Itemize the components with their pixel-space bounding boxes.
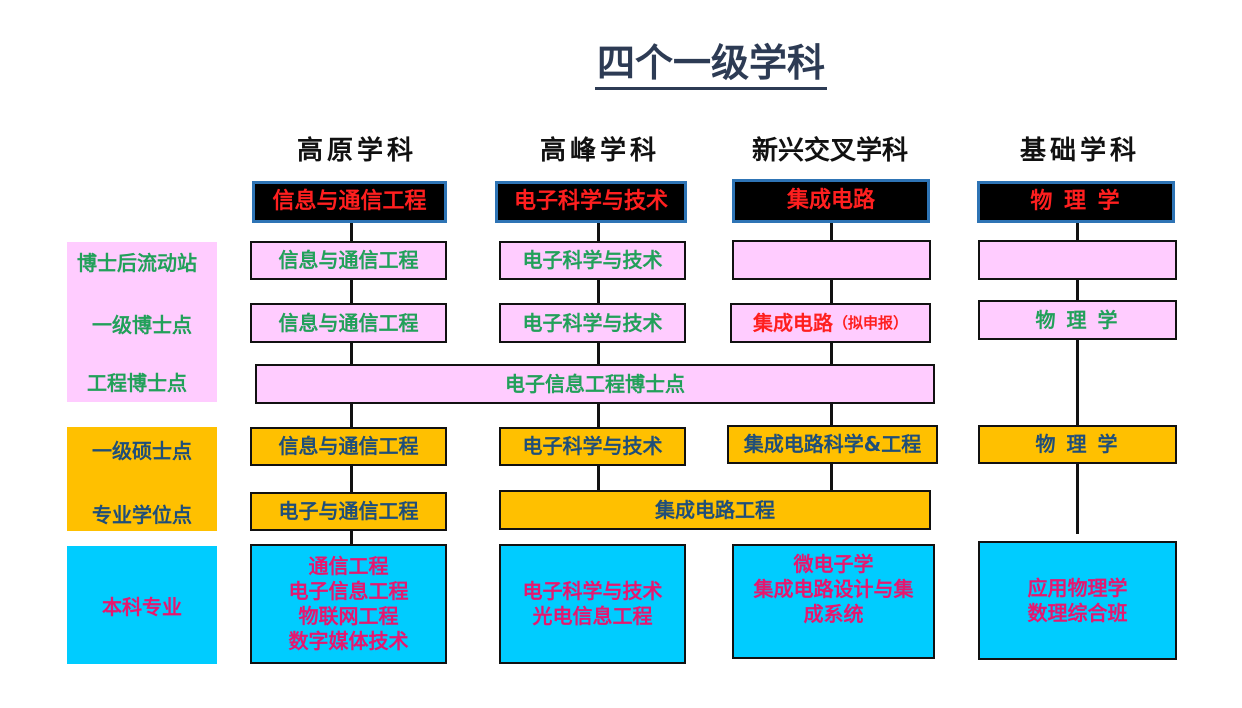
discipline-box-electronic-sci: 电子科学与技术 — [495, 181, 687, 223]
discipline-box-info-comm: 信息与通信工程 — [252, 181, 447, 223]
master-box-col1: 信息与通信工程 — [250, 427, 447, 466]
column-header-plateau: 高原学科 — [296, 136, 417, 166]
undergrad-col1-item: 电子信息工程 — [288, 579, 409, 603]
undergrad-box-col1: 通信工程 电子信息工程 物联网工程 数字媒体技术 — [250, 544, 447, 664]
row-label-professional: 专业学位点 — [92, 502, 192, 527]
undergrad-box-col4: 应用物理学 数理综合班 — [978, 541, 1177, 660]
connector-line-col3 — [830, 222, 833, 492]
row-label-eng-phd: 工程博士点 — [87, 370, 187, 395]
undergrad-col2-item: 电子科学与技术 — [522, 579, 663, 603]
undergrad-col1-item: 通信工程 — [308, 554, 389, 578]
column-header-peak: 高峰学科 — [539, 136, 660, 166]
phd-box-col4: 物 理 学 — [978, 300, 1177, 340]
undergrad-col4-item: 应用物理学 — [1027, 575, 1128, 600]
postdoc-box-col1: 信息与通信工程 — [250, 241, 447, 280]
connector-line-col2 — [597, 222, 600, 492]
row-label-postdoc: 博士后流动站 — [77, 250, 197, 275]
master-box-col3: 集成电路科学&工程 — [727, 425, 938, 464]
phd-box-col1: 信息与通信工程 — [250, 303, 447, 343]
undergrad-col1-item: 物联网工程 — [298, 604, 399, 628]
column-header-basic: 基础学科 — [1019, 136, 1140, 166]
row-label-master: 一级硕士点 — [92, 438, 192, 463]
professional-box-ic: 集成电路工程 — [499, 490, 931, 530]
postdoc-box-col4 — [978, 240, 1177, 280]
undergrad-box-col2: 电子科学与技术 光电信息工程 — [499, 544, 686, 664]
phd-box-col3: 集成电路（拟申报） — [730, 303, 931, 343]
undergrad-col2-item: 光电信息工程 — [532, 604, 653, 628]
row-label-undergrad: 本科专业 — [67, 546, 217, 664]
postdoc-box-col3 — [732, 240, 931, 280]
discipline-box-ic: 集成电路 — [732, 179, 930, 223]
row-label-panel-doctoral — [67, 242, 217, 402]
undergrad-col4-item: 数理综合班 — [1027, 600, 1128, 625]
page-title: 四个一级学科 — [0, 32, 1242, 90]
professional-box-col1: 电子与通信工程 — [250, 492, 447, 531]
undergrad-col3-item: 集成电路设计与集 — [753, 577, 914, 601]
column-header-emerging: 新兴交叉学科 — [751, 136, 908, 166]
phd-col3-main: 集成电路 — [752, 310, 833, 335]
phd-box-col2: 电子科学与技术 — [499, 303, 686, 343]
master-box-col4: 物 理 学 — [978, 425, 1177, 464]
undergrad-col1-item: 数字媒体技术 — [288, 629, 409, 653]
eng-phd-box: 电子信息工程博士点 — [255, 364, 935, 404]
undergrad-box-col3: 微电子学 集成电路设计与集 成系统 — [732, 544, 935, 659]
postdoc-box-col2: 电子科学与技术 — [499, 241, 686, 280]
connector-line-col4 — [1076, 222, 1079, 534]
row-label-panel-master — [67, 427, 217, 531]
master-box-col2: 电子科学与技术 — [499, 427, 686, 466]
undergrad-col3-item: 微电子学 — [793, 552, 874, 576]
row-label-phd: 一级博士点 — [92, 312, 192, 337]
phd-col3-note: （拟申报） — [832, 313, 908, 332]
discipline-box-physics: 物 理 学 — [977, 181, 1175, 223]
undergrad-col3-item: 成系统 — [803, 602, 864, 626]
